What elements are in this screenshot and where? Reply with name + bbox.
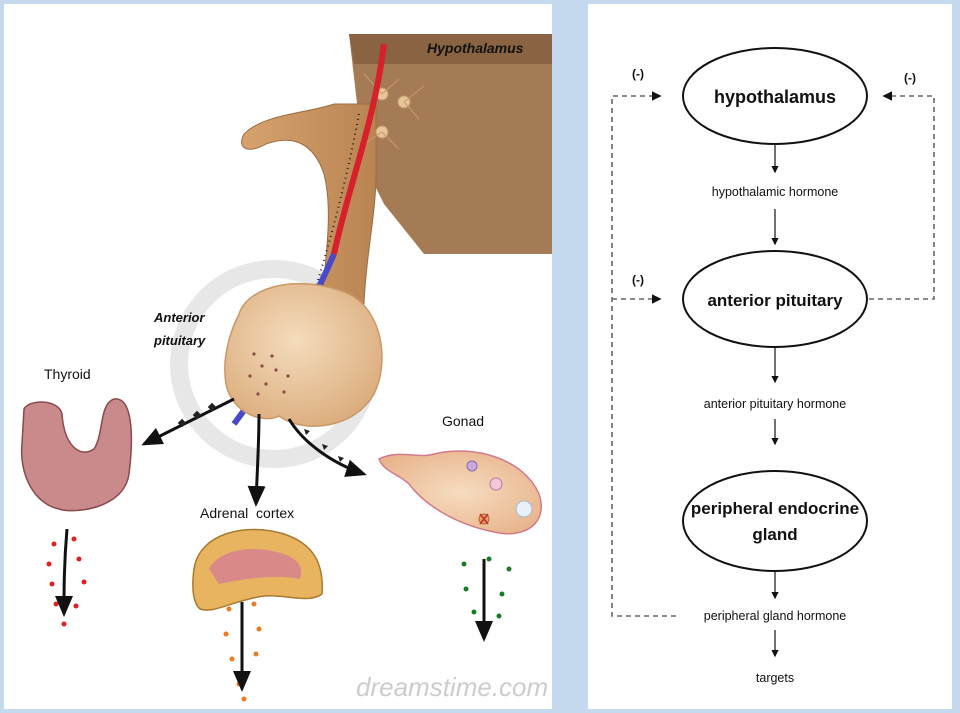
hormone-arrow-thyroid: [141, 397, 235, 446]
thyroid-gland: [20, 398, 133, 512]
feedback-label-top-left: (-): [632, 67, 644, 81]
gonad-secretion: [461, 556, 512, 642]
adrenal-cortex-label: Adrenal cortex: [200, 505, 294, 521]
portal-vessel-dots: [303, 113, 360, 325]
watermark-text: dreamstime.com: [356, 672, 548, 702]
anatomy-illustration: Hypothalamus Anterior pituitary Thyroid …: [20, 34, 552, 702]
feedback-flowchart-panel: hypothalamus anterior pituitary peripher…: [588, 4, 952, 709]
adrenal-cortex-gland: [192, 528, 323, 611]
node-anterior-pituitary-label: anterior pituitary: [707, 291, 843, 310]
anterior-pituitary-hormone-label: anterior pituitary hormone: [704, 397, 846, 411]
anterior-pituitary-gland: [224, 282, 383, 427]
node-hypothalamus: hypothalamus: [682, 47, 868, 145]
hypothalamus-label: Hypothalamus: [427, 40, 524, 56]
anterior-pituitary-label-line1: Anterior: [153, 310, 206, 325]
portal-vessel-red: [331, 43, 387, 255]
hormone-arrow-adrenal: [247, 413, 266, 507]
feedback-label-top-right: (-): [904, 71, 916, 85]
hypothalamus-tissue: [241, 34, 552, 305]
hypothalamic-hormone-label: hypothalamic hormone: [712, 185, 839, 199]
node-peripheral-gland: peripheral endocrine gland: [682, 470, 868, 572]
targets-label: targets: [756, 671, 794, 685]
hormone-arrow-gonad: [287, 418, 367, 477]
gonad-gland: [378, 450, 542, 535]
node-hypothalamus-label: hypothalamus: [714, 87, 836, 107]
anterior-pituitary-label-line2: pituitary: [153, 333, 206, 348]
thyroid-label: Thyroid: [44, 366, 91, 382]
peripheral-gland-hormone-label: peripheral gland hormone: [704, 609, 847, 623]
feedback-flowchart: hypothalamus anterior pituitary peripher…: [611, 47, 935, 685]
gonad-label: Gonad: [442, 413, 484, 429]
feedback-label-middle-left: (-): [632, 273, 644, 287]
node-peripheral-gland-label-line2: gland: [752, 525, 797, 544]
feedback-loop-outer-left: [611, 91, 676, 617]
anatomy-illustration-panel: Hypothalamus Anterior pituitary Thyroid …: [4, 4, 552, 709]
adrenal-secretion: [223, 601, 262, 702]
node-peripheral-gland-label-line1: peripheral endocrine: [691, 499, 859, 518]
thyroid-secretion: [46, 528, 87, 627]
node-anterior-pituitary: anterior pituitary: [682, 250, 868, 348]
feedback-loop-right: [869, 91, 935, 300]
